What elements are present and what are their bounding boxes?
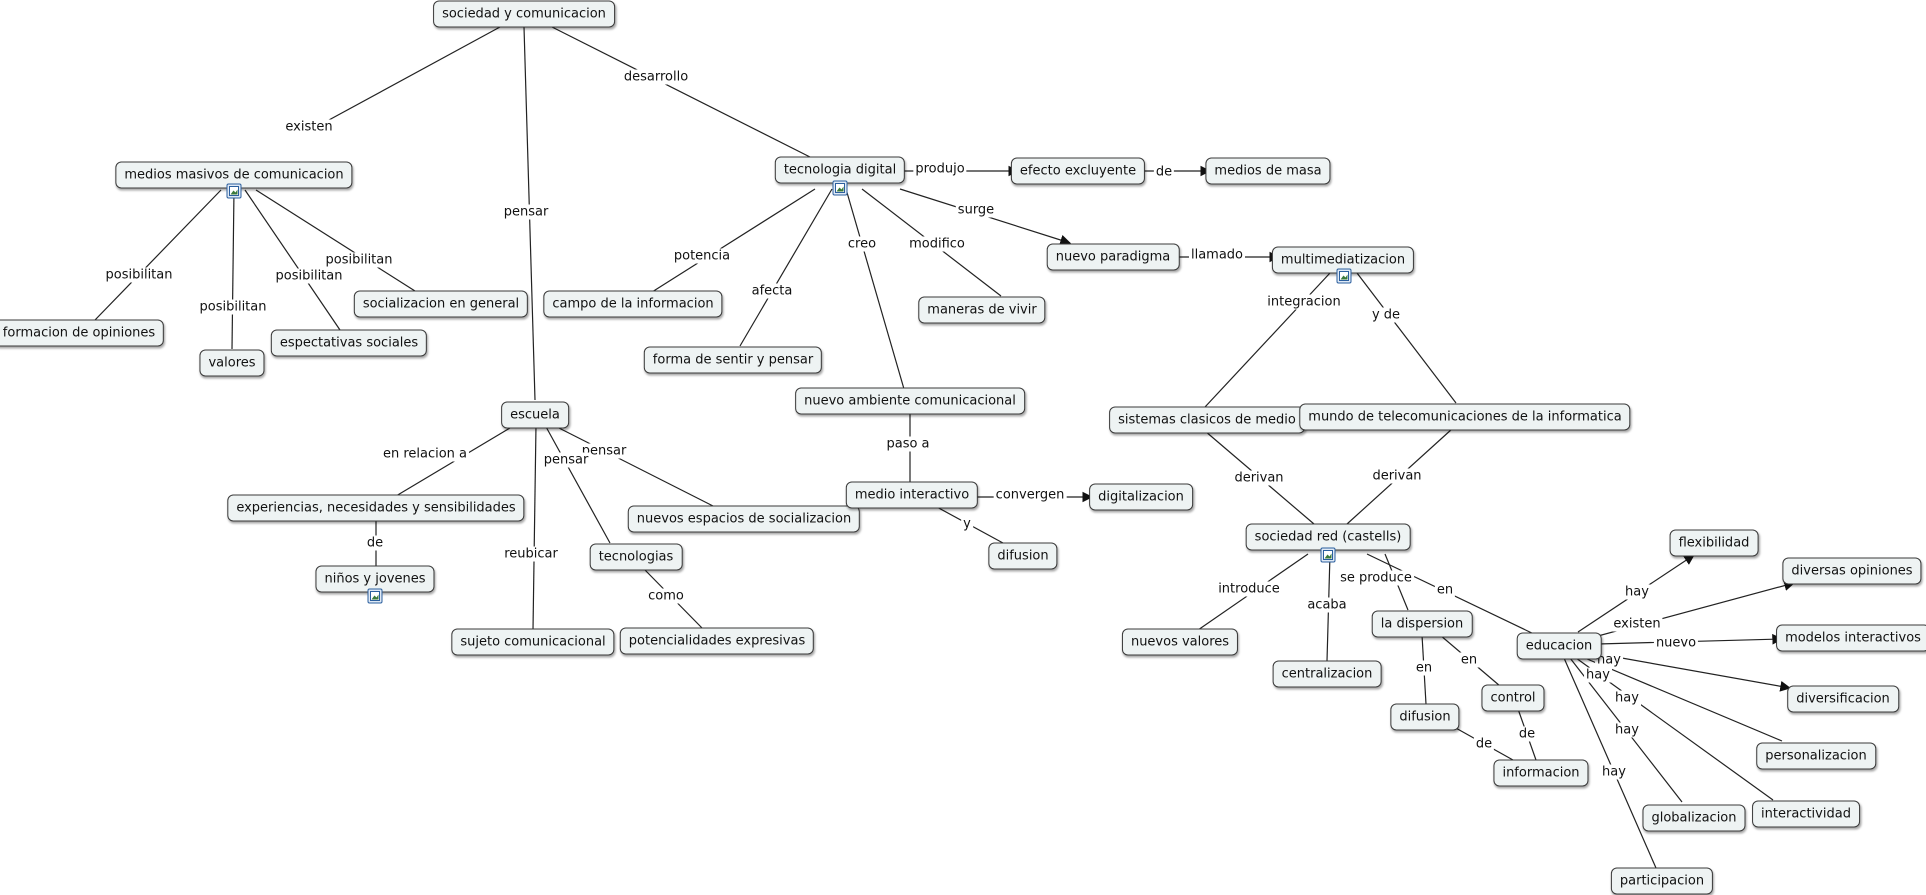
image-icon[interactable] [226, 183, 242, 199]
link-label-desarrollo: desarrollo [621, 69, 691, 85]
link-label-hay: hay [1613, 690, 1641, 706]
link-label-acaba: acaba [1305, 597, 1349, 613]
concept-formacion-de-opiniones[interactable]: formacion de opiniones [0, 319, 165, 347]
link-label-posibilitan: posibilitan [323, 252, 395, 268]
concept-nuevo-paradigma[interactable]: nuevo paradigma [1046, 243, 1180, 271]
link-label-en-relacion-a: en relacion a [380, 446, 470, 462]
link-label-hay: hay [1613, 722, 1641, 738]
link-label-hay: hay [1584, 667, 1612, 683]
link-label-creo: creo [845, 236, 879, 252]
link-label-de: de [1473, 736, 1495, 752]
link-label-de: de [1153, 164, 1175, 180]
concept-espectativas-sociales[interactable]: espectativas sociales [270, 329, 428, 357]
link-label-nuevo: nuevo [1653, 635, 1699, 651]
link-label-surge: surge [955, 202, 997, 218]
concept-experiencias[interactable]: experiencias, necesidades y sensibilidad… [227, 494, 525, 522]
link-label-en: en [1434, 582, 1456, 598]
link-label-integracion: integracion [1265, 294, 1343, 310]
link-label-introduce: introduce [1216, 581, 1282, 597]
link-label-en: en [1458, 652, 1480, 668]
image-icon[interactable] [1336, 268, 1352, 284]
link-label-como: como [646, 588, 686, 604]
concept-medio-interactivo[interactable]: medio interactivo [845, 481, 979, 509]
link-label-en: en [1413, 660, 1435, 676]
link-label-se-produce: se produce [1338, 570, 1414, 586]
concept-efecto-excluyente[interactable]: efecto excluyente [1010, 157, 1146, 185]
link-label-pensar: pensar [579, 443, 629, 459]
concept-campo-de-la-informacion[interactable]: campo de la informacion [543, 290, 723, 318]
image-icon[interactable] [832, 180, 848, 196]
link-label-y-de: y de [1369, 307, 1403, 323]
concept-tecnologia-digital[interactable]: tecnologia digital [774, 156, 906, 184]
concept-interactividad[interactable]: interactividad [1752, 800, 1860, 828]
link-label-posibilitan: posibilitan [273, 268, 345, 284]
link-label-afecta: afecta [749, 283, 795, 299]
link-label-de: de [364, 535, 386, 551]
concept-socializacion-en-general[interactable]: socializacion en general [353, 290, 529, 318]
concept-escuela[interactable]: escuela [501, 401, 569, 429]
concept-control[interactable]: control [1481, 684, 1545, 712]
concept-la-dispersion[interactable]: la dispersion [1371, 610, 1473, 638]
link-label-derivan: derivan [1232, 470, 1286, 486]
link-label-paso-a: paso a [884, 436, 932, 452]
concept-sociedad-red[interactable]: sociedad red (castells) [1245, 523, 1411, 551]
link-label-posibilitan: posibilitan [197, 299, 269, 315]
concept-nuevos-espacios-de-socializacion[interactable]: nuevos espacios de socializacion [627, 505, 861, 533]
link-label-existen: existen [283, 119, 335, 135]
concept-participacion[interactable]: participacion [1610, 867, 1714, 895]
concept-valores[interactable]: valores [199, 349, 265, 377]
link-label-y: y [961, 516, 973, 532]
link-label-derivan: derivan [1370, 468, 1424, 484]
link-label-existen: existen [1611, 616, 1663, 632]
concept-nuevos-valores[interactable]: nuevos valores [1121, 628, 1239, 656]
link-label-reubicar: reubicar [502, 546, 560, 562]
concept-sistemas-clasicos-de-medio[interactable]: sistemas clasicos de medio [1109, 406, 1305, 434]
concept-flexibilidad[interactable]: flexibilidad [1669, 529, 1759, 557]
concept-digitalizacion[interactable]: digitalizacion [1089, 483, 1193, 511]
concept-difusion[interactable]: difusion [1390, 703, 1460, 731]
concept-modelos-interactivos[interactable]: modelos interactivos [1776, 624, 1926, 652]
concept-mundo-de-telecomunicaciones[interactable]: mundo de telecomunicaciones de la inform… [1299, 403, 1631, 431]
link-label-potencia: potencia [671, 248, 733, 264]
concept-potencialidades-expresivas[interactable]: potencialidades expresivas [619, 627, 815, 655]
concept-sujeto-comunicacional[interactable]: sujeto comunicacional [451, 628, 615, 656]
link-label-hay: hay [1595, 652, 1623, 668]
concept-educacion[interactable]: educacion [1516, 632, 1602, 660]
concept-globalizacion[interactable]: globalizacion [1642, 804, 1746, 832]
concept-informacion[interactable]: informacion [1493, 759, 1589, 787]
concept-difusion[interactable]: difusion [988, 542, 1058, 570]
link-label-produjo: produjo [913, 161, 967, 177]
image-icon[interactable] [1320, 547, 1336, 563]
link-label-convergen: convergen [993, 487, 1067, 503]
concept-nuevo-ambiente-comunicacional[interactable]: nuevo ambiente comunicacional [795, 387, 1025, 415]
concept-forma-de-sentir-y-pensar[interactable]: forma de sentir y pensar [643, 346, 823, 374]
concept-diversificacion[interactable]: diversificacion [1787, 685, 1899, 713]
link-label-pensar: pensar [501, 204, 551, 220]
link-label-hay: hay [1623, 584, 1651, 600]
concept-ninos-y-jovenes[interactable]: niños y jovenes [315, 565, 435, 593]
link-label-de: de [1516, 726, 1538, 742]
concept-personalizacion[interactable]: personalizacion [1756, 742, 1876, 770]
concept-centralizacion[interactable]: centralizacion [1272, 660, 1382, 688]
concept-maneras-de-vivir[interactable]: maneras de vivir [918, 296, 1046, 324]
concept-sociedad-y-comunicacion[interactable]: sociedad y comunicacion [433, 0, 615, 28]
link-label-hay: hay [1600, 764, 1628, 780]
link-label-pensar: pensar [541, 452, 591, 468]
image-icon[interactable] [367, 588, 383, 604]
concept-tecnologias[interactable]: tecnologias [589, 543, 683, 571]
link-label-llamado: llamado [1188, 247, 1246, 263]
link-label-posibilitan: posibilitan [103, 267, 175, 283]
concept-medios-de-masa[interactable]: medios de masa [1205, 157, 1331, 185]
concept-diversas-opiniones[interactable]: diversas opiniones [1782, 557, 1922, 585]
link-label-modifico: modifico [907, 236, 967, 252]
